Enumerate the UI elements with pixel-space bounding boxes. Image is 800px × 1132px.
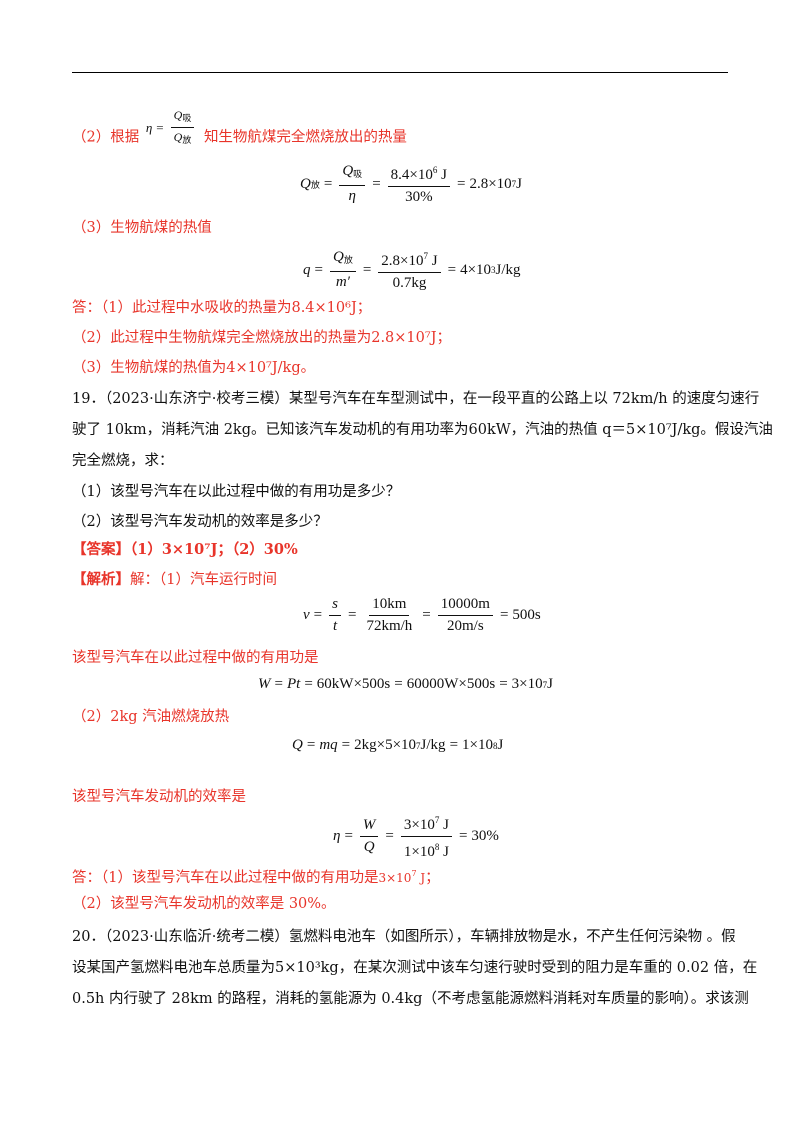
analysis-text: 解：（1）汽车运行时间 [130,572,277,588]
q20-line-3: 0.5h 内行驶了 28km 的路程，消耗的氢能源为 0.4kg（不考虑氢能源燃… [72,991,749,1007]
part3-label: （3）生物航煤的热值 [72,220,212,236]
analysis-row: 【解析】解：（1）汽车运行时间 [72,570,277,590]
header-rule [72,72,728,73]
q19-line-3: 完全燃烧，求： [72,453,174,469]
answer-row: 【答案】（1）3×10⁷J；（2）30% [72,540,298,560]
work-label: 该型号汽车在以此过程中做的有用功是 [72,650,319,666]
part2-prefix: （2）根据 [72,129,140,146]
part2-intro: （2）根据 η= Q吸 Q放 知生物航煤完全燃烧放出的热量 [72,108,407,157]
q19-sub-2: （2）该型号汽车发动机的效率是多少？ [72,514,328,530]
analysis-tag: 【解析】 [72,571,130,588]
q20-line-2: 设某国产氢燃料电池车总质量为5×10³kg，在某次测试中该车匀速行驶时受到的阻力… [72,960,758,976]
q20-line-1: 20．（2023·山东临沂·统考二模）氢燃料电池车（如图所示），车辆排放物是水，… [72,929,736,945]
answer-line-2: （2）此过程中生物航煤完全燃烧放出的热量为2.8×10⁷J； [72,330,452,346]
final-answer-1: 答：（1）该型号汽车在以此过程中做的有用功是3×107 J； [72,869,440,886]
final-answer-2: （2）该型号汽车发动机的效率是 30%。 [72,896,336,912]
q19-line-1: 19．（2023·山东济宁·校考三模）某型号汽车在车型测试中，在一段平直的公路上… [72,391,760,407]
heat-label: （2）2kg 汽油燃烧放热 [72,709,230,725]
answer-line-3: （3）生物航煤的热值为4×10⁷J/kg。 [72,360,316,376]
efficiency-label: 该型号汽车发动机的效率是 [72,789,246,805]
part2-suffix: 知生物航煤完全燃烧放出的热量 [203,129,407,146]
answer-tag: 【答案】 [72,541,130,558]
q19-line-2: 驶了 10km，消耗汽油 2kg。已知该汽车发动机的有用功率为60kW，汽油的热… [72,422,773,438]
eta-formula-inline: η= Q吸 Q放 [146,108,197,147]
q19-sub-1: （1）该型号汽车在以此过程中做的有用功是多少？ [72,484,401,500]
answer-text: （1）3×10⁷J；（2）30% [130,541,298,558]
answer-line-1: 答：（1）此过程中水吸收的热量为8.4×10⁶J； [72,300,372,316]
